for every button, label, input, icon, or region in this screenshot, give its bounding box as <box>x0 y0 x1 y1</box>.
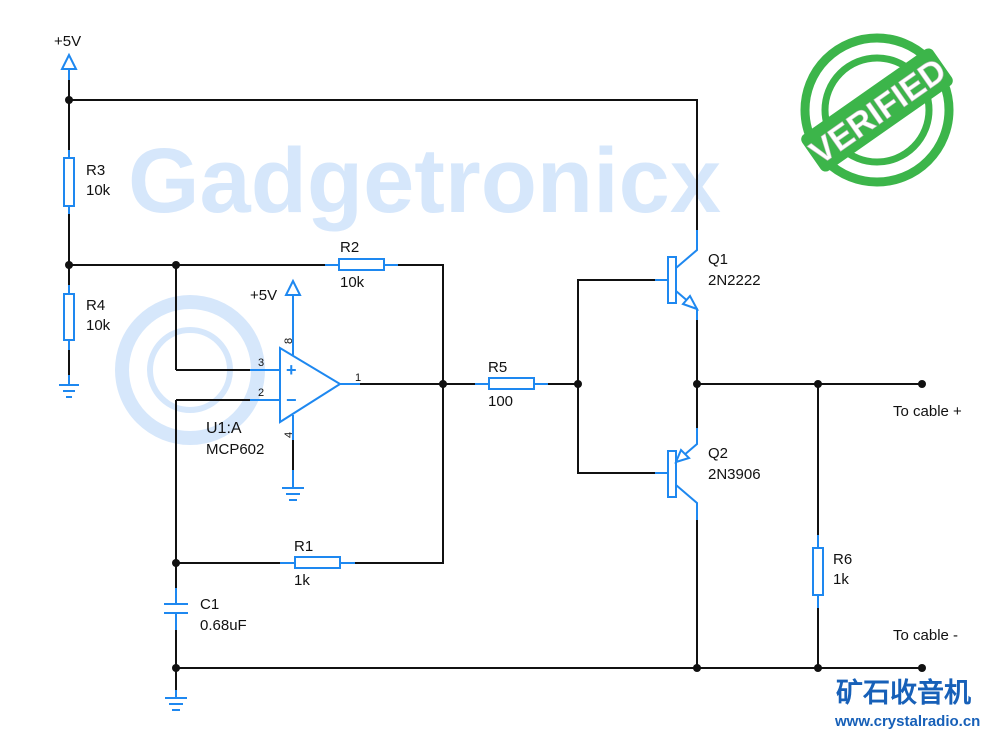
supply-opamp: +5V <box>250 278 302 305</box>
svg-text:1k: 1k <box>833 571 849 588</box>
ground-icon <box>165 690 187 711</box>
svg-text:−: − <box>286 390 297 410</box>
svg-text:2: 2 <box>258 387 264 399</box>
watermark: Gadgetronicx <box>115 130 721 445</box>
output-plus-terminal <box>918 380 926 388</box>
power-arrow-icon <box>60 52 78 70</box>
output-minus-terminal <box>918 664 926 672</box>
output-plus-label: To cable + <box>893 403 962 420</box>
resistor-r1: R1 1k <box>280 538 355 589</box>
svg-text:+: + <box>286 360 297 380</box>
crystalradio-logo: 矿石收音机 www.crystalradio.cn <box>834 677 980 730</box>
wires <box>68 68 922 690</box>
supply-top: +5V <box>54 33 81 80</box>
svg-text:1k: 1k <box>294 572 310 589</box>
svg-text:R4: R4 <box>86 297 105 314</box>
transistor-q1: Q1 2N2222 <box>655 230 761 320</box>
junctions <box>65 96 926 672</box>
resistor-r5: R5 100 <box>475 359 548 410</box>
svg-text:1: 1 <box>355 372 361 384</box>
svg-text:2N2222: 2N2222 <box>708 272 761 289</box>
svg-text:R6: R6 <box>833 551 852 568</box>
svg-text:4: 4 <box>283 432 295 438</box>
power-arrow-icon <box>284 278 302 296</box>
svg-text:MCP602: MCP602 <box>206 441 264 458</box>
svg-text:C1: C1 <box>200 596 219 613</box>
ground-icon <box>282 470 304 501</box>
svg-text:矿石收音机: 矿石收音机 <box>836 677 971 709</box>
svg-text:Q2: Q2 <box>708 445 728 462</box>
supply-label: +5V <box>54 33 81 50</box>
svg-text:R1: R1 <box>294 538 313 555</box>
svg-text:R2: R2 <box>340 239 359 256</box>
resistor-r2: R2 10k <box>325 239 398 291</box>
verified-stamp: VERIFIED <box>800 33 954 187</box>
opamp-u1: + − 3 2 1 8 4 U1:A MCP602 <box>206 305 361 458</box>
svg-text:0.68uF: 0.68uF <box>200 617 247 634</box>
svg-text:R3: R3 <box>86 162 105 179</box>
svg-text:3: 3 <box>258 357 264 369</box>
svg-text:Q1: Q1 <box>708 251 728 268</box>
svg-text:8: 8 <box>283 338 295 344</box>
ground-icon <box>59 375 79 398</box>
svg-text:100: 100 <box>488 393 513 410</box>
supply-label: +5V <box>250 287 277 304</box>
transistor-q2: Q2 2N3906 <box>655 428 761 520</box>
svg-text:2N3906: 2N3906 <box>708 466 761 483</box>
svg-text:10k: 10k <box>86 182 111 199</box>
watermark-text: Gadgetronicx <box>128 130 721 232</box>
svg-text:U1:A: U1:A <box>206 420 242 437</box>
capacitor-c1: C1 0.68uF <box>164 588 247 634</box>
svg-text:10k: 10k <box>86 317 111 334</box>
svg-text:10k: 10k <box>340 274 365 291</box>
svg-text:www.crystalradio.cn: www.crystalradio.cn <box>834 713 980 730</box>
output-minus-label: To cable - <box>893 627 958 644</box>
svg-text:R5: R5 <box>488 359 507 376</box>
